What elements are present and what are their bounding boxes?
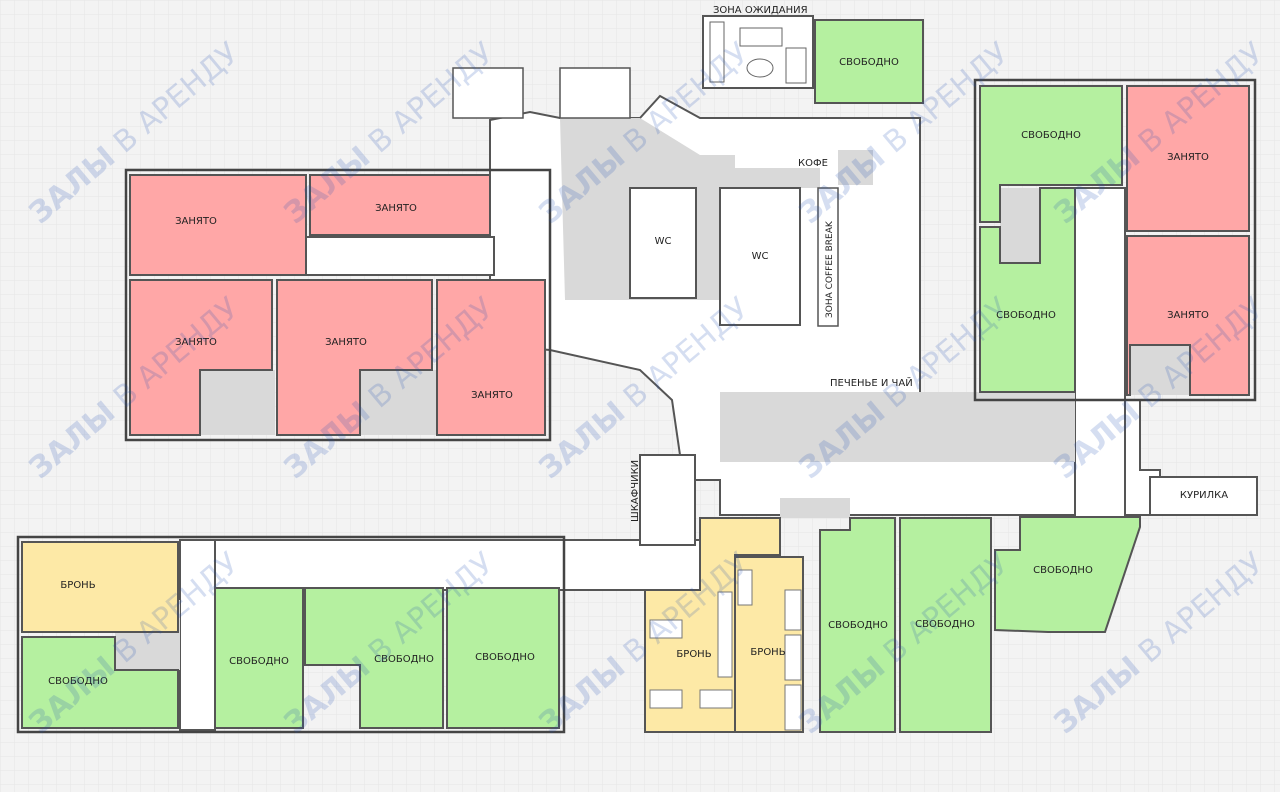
lobby-gray-4 <box>360 370 440 435</box>
lower-left-corridor <box>179 539 216 731</box>
lockers-corridor <box>639 454 696 546</box>
room-busy-3 <box>129 279 273 436</box>
wall-right-block <box>973 78 1257 402</box>
lower-right-rooms <box>819 476 1258 733</box>
lobby-gray-3 <box>200 370 275 435</box>
room-labels: ЗАНЯТО ЗАНЯТО ЗАНЯТО ЗАНЯТО ЗАНЯТО СВОБО… <box>48 57 1209 687</box>
label-busy-r2: ЗАНЯТО <box>1167 310 1209 321</box>
smoking-room <box>1149 476 1258 516</box>
room-busy-r1 <box>1126 85 1250 232</box>
wc-room-1 <box>629 187 697 299</box>
room-busy-4 <box>276 279 433 436</box>
upper-right-rooms <box>814 19 1250 396</box>
label-free-l3: СВОБОДНО <box>374 654 434 665</box>
stairs-left <box>452 67 524 119</box>
desk <box>649 619 683 639</box>
label-cookies-tea: ПЕЧЕНЬЕ И ЧАЙ <box>830 376 913 389</box>
label-wc-2: WC <box>752 251 769 262</box>
wall-lower-left <box>16 535 566 734</box>
label-busy-1: ЗАНЯТО <box>175 216 217 227</box>
room-free-waiting <box>814 19 924 104</box>
desk <box>737 569 753 606</box>
room-free-r5 <box>994 516 1141 633</box>
room-busy-2 <box>309 174 491 236</box>
label-free-r1: СВОБОДНО <box>1021 130 1081 141</box>
coffee-counter <box>838 150 873 185</box>
zone-labels: ЗОНА ОЖИДАНИЯ КОФЕ WC WC ЗОНА COFFEE BRE… <box>630 5 1228 522</box>
small-lobby-bottom <box>780 498 850 518</box>
label-lockers: ШКАФЧИКИ <box>630 460 641 522</box>
room-free-r2 <box>979 187 1076 393</box>
room-reserved-ll <box>21 541 179 633</box>
wc-room-2 <box>719 187 801 326</box>
upper-left-rooms <box>129 174 546 436</box>
label-smoking: КУРИЛКА <box>1180 490 1228 501</box>
lower-left-rooms <box>21 541 560 729</box>
room-free-l4 <box>446 587 560 729</box>
label-free-r4: СВОБОДНО <box>915 619 975 630</box>
room-busy-5 <box>436 279 546 436</box>
label-coffee: КОФЕ <box>798 158 828 169</box>
label-reserved-m2: БРОНЬ <box>750 647 785 658</box>
desks <box>649 569 802 731</box>
label-coffee-break: ЗОНА COFFEE BREAK <box>825 220 835 318</box>
room-free-l2 <box>214 587 304 729</box>
label-busy-3: ЗАНЯТО <box>175 337 217 348</box>
desk <box>784 634 802 681</box>
desk <box>717 591 733 678</box>
lobby-gray-6 <box>1130 345 1190 395</box>
room-busy-1 <box>129 174 307 276</box>
label-busy-2: ЗАНЯТО <box>375 203 417 214</box>
room-free-r1 <box>979 85 1123 223</box>
desk <box>784 684 802 731</box>
label-busy-4: ЗАНЯТО <box>325 337 367 348</box>
room-free-r4 <box>899 517 992 733</box>
coffee-break-strip <box>817 187 839 327</box>
room-busy-r2 <box>1126 235 1250 396</box>
wc-blocks <box>629 187 801 326</box>
desk <box>649 689 683 709</box>
right-corridor <box>1074 187 1126 519</box>
waiting-zone <box>702 15 814 89</box>
desk <box>784 589 802 631</box>
label-busy-5: ЗАНЯТО <box>471 390 513 401</box>
label-free-waiting: СВОБОДНО <box>839 57 899 68</box>
stairs <box>452 67 631 119</box>
label-free-r3: СВОБОДНО <box>828 620 888 631</box>
armchair <box>785 47 807 84</box>
sofa <box>739 27 783 47</box>
stairs-right <box>559 67 631 119</box>
label-reserved-m1: БРОНЬ <box>676 649 711 660</box>
middle-band <box>720 392 1075 462</box>
wall-left-block <box>124 168 552 442</box>
label-busy-r1: ЗАНЯТО <box>1167 152 1209 163</box>
room-free-l3 <box>304 587 444 729</box>
label-free-ll: СВОБОДНО <box>48 676 108 687</box>
walls <box>16 78 1257 734</box>
label-free-r2: СВОБОДНО <box>996 310 1056 321</box>
room-free-r3 <box>819 517 896 733</box>
label-reserved-ll: БРОНЬ <box>60 580 95 591</box>
table <box>746 58 774 78</box>
lobby-gray-5 <box>1000 188 1045 263</box>
room-free-ll <box>21 636 179 729</box>
label-wc-1: WC <box>655 236 672 247</box>
label-free-l4: СВОБОДНО <box>475 652 535 663</box>
label-waiting-zone: ЗОНА ОЖИДАНИЯ <box>713 5 808 16</box>
label-free-r5: СВОБОДНО <box>1033 565 1093 576</box>
desk <box>699 689 733 709</box>
sofa-side <box>709 21 725 83</box>
label-free-l2: СВОБОДНО <box>229 656 289 667</box>
